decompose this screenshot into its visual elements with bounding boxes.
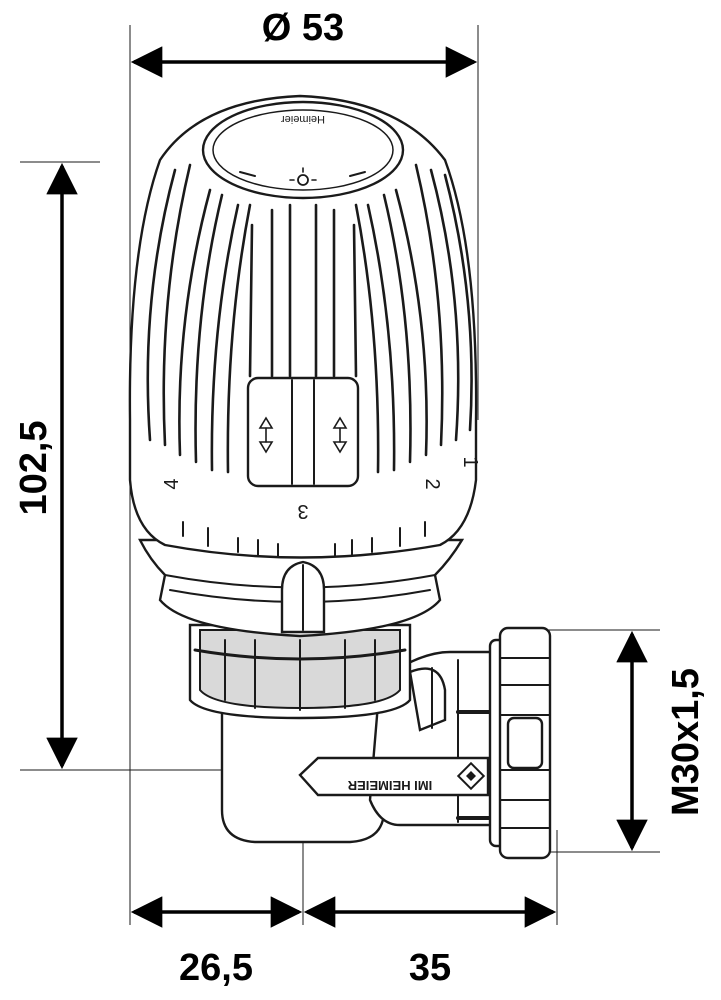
up-down-arrow-icon bbox=[258, 416, 274, 454]
top-sun-icon bbox=[289, 167, 317, 186]
nameplate bbox=[298, 756, 490, 797]
union-nut bbox=[488, 626, 552, 860]
scale-number-4: 4 bbox=[161, 478, 183, 489]
thermostat-head: Heimeier bbox=[128, 94, 481, 559]
valve-brand-label: IMI HEIMEIER bbox=[347, 778, 432, 793]
scale-number-1: 1 bbox=[459, 456, 481, 467]
left-offset-label: 26,5 bbox=[179, 947, 253, 989]
scale-number-3: 3 bbox=[297, 500, 308, 522]
top-brand-label: Heimeier bbox=[281, 113, 325, 125]
adjustment-button[interactable] bbox=[246, 376, 360, 488]
height-label: 102,5 bbox=[13, 420, 55, 515]
thread-label: M30x1,5 bbox=[665, 668, 707, 816]
right-offset-label: 35 bbox=[409, 947, 451, 989]
head-ribs bbox=[146, 163, 473, 474]
adapter-nut bbox=[188, 623, 412, 720]
up-down-arrow-icon-2 bbox=[332, 416, 348, 454]
dimension-lines bbox=[20, 25, 660, 928]
scale-ticks bbox=[182, 521, 426, 557]
diameter-label: Ø 53 bbox=[262, 7, 344, 49]
scale-number-2: 2 bbox=[421, 478, 443, 489]
